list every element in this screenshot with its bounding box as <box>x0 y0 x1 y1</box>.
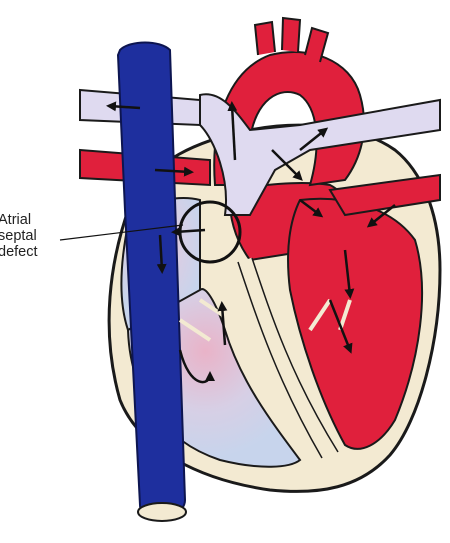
callout-line-3: defect <box>0 244 68 260</box>
callout-line-2: septal <box>0 228 68 244</box>
callout-line-1: Atrial <box>0 212 68 228</box>
defect-callout-label: Atrial septal defect <box>0 212 68 260</box>
vena-cava-opening <box>138 503 186 521</box>
